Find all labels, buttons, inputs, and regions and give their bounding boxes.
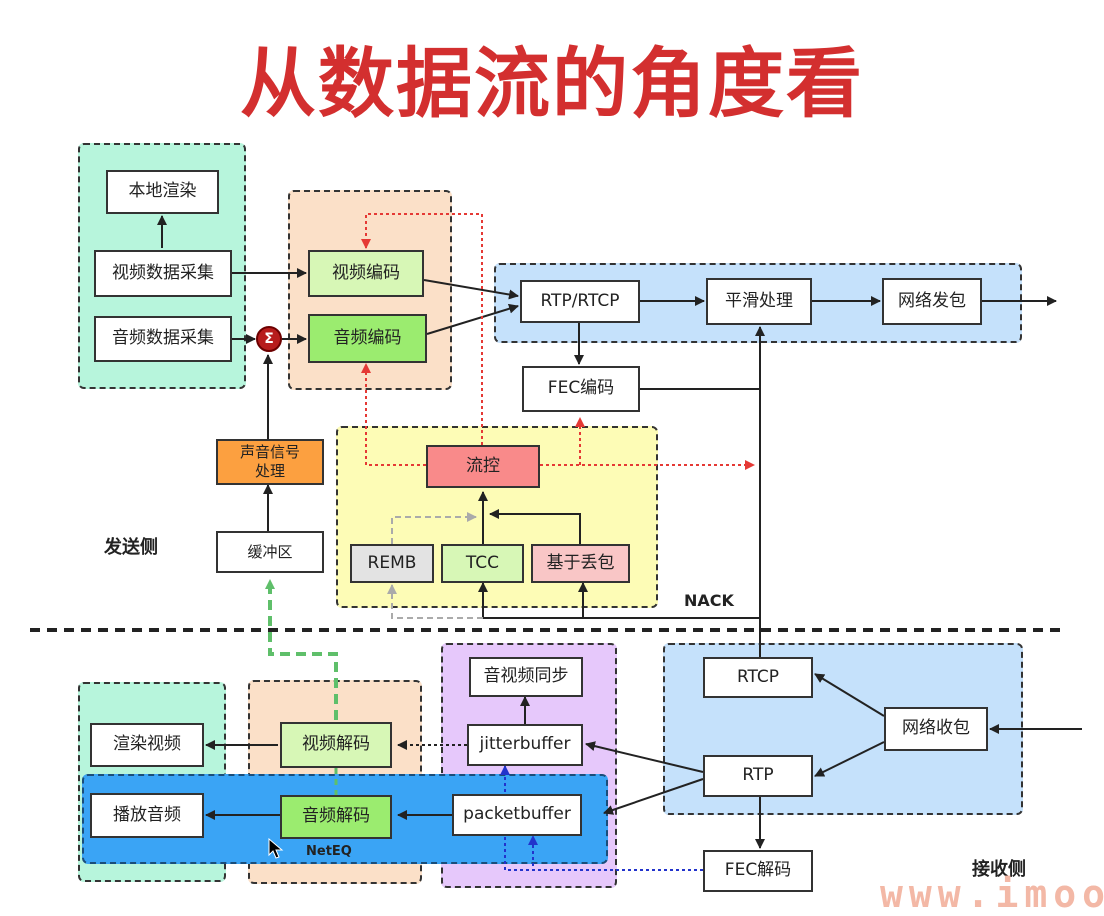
tcc-node: TCC	[441, 544, 524, 583]
rtcp-node: RTCP	[703, 657, 813, 698]
video-decode-node: 视频解码	[280, 722, 392, 768]
page-title: 从数据流的角度看	[240, 39, 864, 128]
smoothing-node: 平滑处理	[706, 278, 812, 325]
rtp-node: RTP	[703, 755, 813, 797]
render-video-node: 渲染视频	[90, 723, 204, 767]
flow-control-node: 流控	[426, 445, 540, 488]
send-side-label: 发送侧	[104, 537, 158, 558]
net-send-node: 网络发包	[882, 278, 982, 325]
jitterbuffer-node: jitterbuffer	[467, 724, 583, 766]
mouse-cursor-icon	[268, 838, 284, 859]
local-render-node: 本地渲染	[106, 170, 219, 214]
play-audio-node: 播放音频	[90, 793, 204, 838]
fec-encode-node: FEC编码	[522, 366, 640, 412]
nack-label: NACK	[684, 591, 734, 610]
recv-side-label: 接收侧	[972, 859, 1026, 880]
rtp-rtcp-node: RTP/RTCP	[520, 280, 640, 323]
audio-process-node: 声音信号 处理	[216, 439, 324, 485]
video-encode-node: 视频编码	[308, 250, 424, 297]
neteq-label: NetEQ	[306, 844, 352, 859]
buffer-node: 缓冲区	[216, 531, 324, 573]
fec-decode-node: FEC解码	[703, 850, 813, 892]
packetbuffer-node: packetbuffer	[452, 794, 582, 836]
sigma-icon: Σ	[256, 326, 282, 352]
loss-based-node: 基于丢包	[531, 544, 630, 583]
audio-encode-node: 音频编码	[308, 314, 427, 363]
video-capture-node: 视频数据采集	[94, 250, 232, 297]
av-sync-node: 音视频同步	[469, 657, 583, 697]
net-recv-node: 网络收包	[884, 707, 988, 751]
audio-decode-node: 音频解码	[280, 795, 392, 839]
watermark: www.imoo	[880, 872, 1104, 916]
audio-capture-node: 音频数据采集	[94, 316, 232, 362]
remb-node: REMB	[350, 544, 434, 583]
